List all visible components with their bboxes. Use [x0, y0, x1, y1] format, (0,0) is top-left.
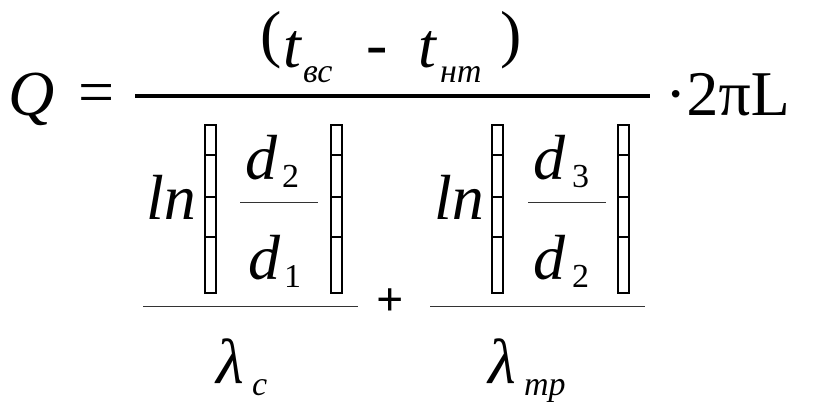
inner-fraction-bar-2 [528, 202, 606, 203]
lambda-1-sub: с [252, 366, 268, 403]
term-1-fraction-bar [143, 306, 358, 307]
d-numerator-1: d [245, 122, 277, 193]
close-paren: ) [500, 0, 522, 69]
right-bracket-2 [617, 124, 630, 294]
t-subscript-vs: вс [303, 53, 333, 90]
equals-sign: = [78, 56, 115, 127]
left-bracket-2 [491, 124, 504, 294]
open-paren: ( [260, 0, 282, 69]
d-denominator-2: d [533, 222, 565, 293]
term-2-fraction-bar [430, 306, 645, 307]
d-numerator-2: d [533, 122, 565, 193]
t-subscript-nt: нт [440, 53, 482, 90]
left-bracket-1 [204, 124, 217, 294]
d-denominator-1: d [248, 222, 280, 293]
ln-label-1: ln [146, 162, 196, 233]
lambda-2: λ [488, 326, 516, 397]
multiplier: ·2πL [665, 58, 790, 129]
d-numerator-1-sub: 2 [282, 158, 299, 195]
t-variable-1: t [283, 10, 301, 81]
main-fraction-bar [135, 94, 650, 98]
plus-sign: + [376, 273, 404, 326]
lambda-1: λ [216, 326, 244, 397]
t-variable-2: t [418, 10, 436, 81]
q-symbol: Q [8, 58, 55, 129]
lambda-2-sub: тр [524, 366, 566, 403]
d-numerator-2-sub: 3 [572, 158, 589, 195]
d-denominator-2-sub: 2 [572, 258, 589, 295]
right-bracket-1 [330, 124, 343, 294]
d-denominator-1-sub: 1 [284, 258, 301, 295]
ln-label-2: ln [434, 162, 484, 233]
minus-sign: - [366, 8, 388, 79]
inner-fraction-bar-1 [240, 202, 318, 203]
